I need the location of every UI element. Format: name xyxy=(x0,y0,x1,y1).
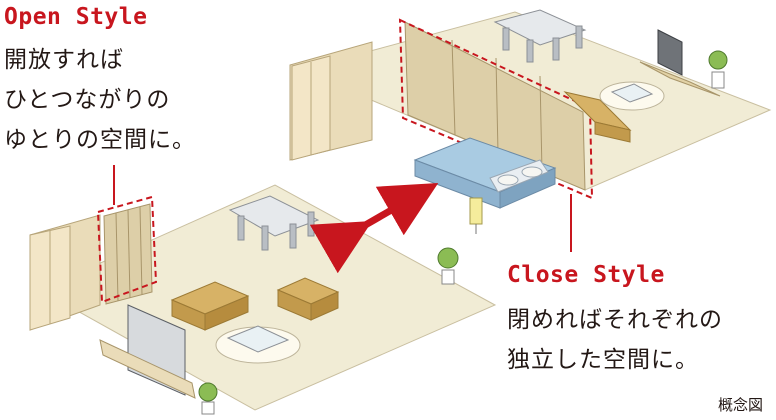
concept-diagram-note: 概念図 xyxy=(718,396,764,414)
bed xyxy=(413,137,557,209)
open-room-sofa-large xyxy=(170,281,250,331)
tv xyxy=(639,29,721,97)
close-style-line-1: 閉めればそれぞれの xyxy=(507,307,723,333)
open-room-plant-left xyxy=(198,382,218,415)
open-room xyxy=(29,184,497,415)
open-style-title: Open Style xyxy=(4,4,148,30)
close-style-line-2: 独立した空間に。 xyxy=(507,347,699,373)
open-style-line-1: 開放すれば xyxy=(4,47,124,73)
open-style-line-3: ゆとりの空間に。 xyxy=(4,127,196,153)
closed-room xyxy=(289,9,772,234)
closed-room-dining-set xyxy=(493,9,587,63)
open-room-tv xyxy=(99,304,196,399)
closed-room-coffee-table xyxy=(610,83,654,103)
open-style-line-2: ひとつながりの xyxy=(4,87,171,113)
closed-room-plant xyxy=(708,50,728,89)
closed-partition-wall xyxy=(404,21,586,191)
closed-room-sofa xyxy=(563,91,632,143)
open-room-coffee-table xyxy=(226,325,290,353)
open-room-plant-right xyxy=(437,247,459,285)
transition-arrow xyxy=(309,183,439,274)
floor-lamp xyxy=(469,197,483,234)
open-room-sofa-small xyxy=(276,277,340,321)
close-style-title: Close Style xyxy=(507,262,665,288)
open-partition-highlight xyxy=(96,195,158,304)
